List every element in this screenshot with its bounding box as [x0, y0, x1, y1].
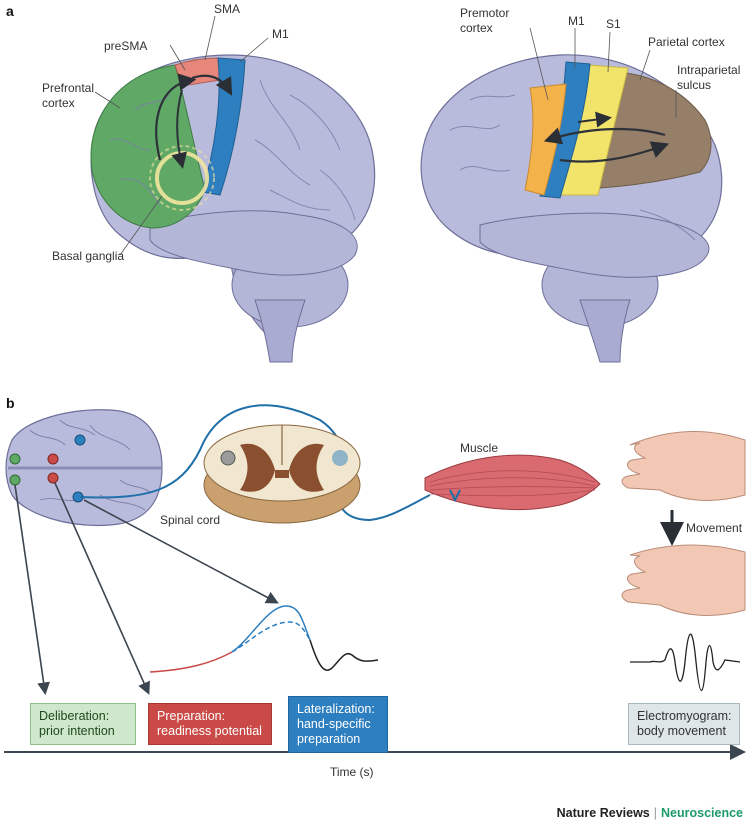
- label-prefrontal-2: cortex: [42, 96, 75, 110]
- arrow-deliberation: [14, 484, 50, 696]
- lateralization-box: Lateralization: hand-specific preparatio…: [288, 696, 388, 753]
- journal-credit: Nature Reviews|Neuroscience: [557, 806, 743, 820]
- time-axis-label: Time (s): [330, 765, 374, 779]
- lateralization-line-3: preparation: [297, 732, 361, 746]
- top-view-brain: [5, 409, 163, 527]
- label-muscle: Muscle: [460, 441, 498, 455]
- right-brain-labels: Premotor cortex M1 S1 Parietal cortex In…: [460, 6, 740, 118]
- journal-section: Neuroscience: [661, 806, 743, 820]
- preparation-line-1: Preparation:: [157, 709, 226, 723]
- spinal-cord: [203, 424, 361, 524]
- temporal-lobe-right: [479, 212, 710, 278]
- emg-line-2: body movement: [637, 724, 726, 738]
- brainstem-right: [579, 299, 631, 363]
- deliberation-line-2: prior intention: [39, 724, 115, 738]
- electrode-red-2: [47, 472, 59, 484]
- motor-pathway: [79, 404, 431, 522]
- emg-box: Electromyogram: body movement: [628, 703, 740, 745]
- lateralization-line-2: hand-specific: [297, 717, 371, 731]
- panel-a-letter: a: [6, 3, 14, 19]
- right-brain: [420, 54, 723, 363]
- arrow-preparation: [54, 482, 150, 695]
- arrow-lateralization: [83, 499, 279, 604]
- credit-separator: |: [653, 806, 658, 820]
- left-brain-labels: SMA preSMA M1 Prefrontal cortex Basal ga…: [42, 2, 289, 263]
- hand-before: [621, 431, 746, 501]
- preparation-box: Preparation: readiness potential: [148, 703, 272, 745]
- left-brain: [90, 54, 376, 363]
- lateralization-line-1: Lateralization:: [297, 702, 375, 716]
- label-basal-ganglia: Basal ganglia: [52, 249, 124, 263]
- hand-after: [621, 544, 746, 616]
- label-prefrontal-1: Prefrontal: [42, 81, 94, 95]
- lateralized-trace-dashed: [231, 621, 311, 653]
- label-sma: SMA: [214, 2, 240, 16]
- lateralized-trace: [231, 605, 311, 653]
- electrode-red-1: [47, 453, 59, 465]
- label-movement: Movement: [686, 521, 743, 535]
- label-s1: S1: [606, 17, 621, 31]
- panel-b-letter: b: [6, 395, 15, 411]
- label-m1-left: M1: [272, 27, 289, 41]
- deliberation-box: Deliberation: prior intention: [30, 703, 136, 745]
- m1-strip-left: [201, 57, 246, 196]
- label-parietal: Parietal cortex: [648, 35, 725, 49]
- label-premotor-2: cortex: [460, 21, 493, 35]
- label-intraparietal-1: Intraparietal: [677, 63, 740, 77]
- deliberation-line-1: Deliberation:: [39, 709, 110, 723]
- label-m1-right: M1: [568, 14, 585, 28]
- brainstem: [254, 299, 306, 363]
- label-intraparietal-2: sulcus: [677, 78, 711, 92]
- label-spinal-cord: Spinal cord: [160, 513, 220, 527]
- prefrontal-region: [90, 64, 206, 229]
- electrode-green-2: [9, 474, 21, 486]
- electrode-blue-1: [74, 434, 86, 446]
- electrode-green-1: [9, 453, 21, 465]
- temporal-lobe: [149, 210, 358, 276]
- emg-trace: [630, 633, 741, 691]
- label-presma: preSMA: [104, 39, 147, 53]
- emg-line-1: Electromyogram:: [637, 709, 732, 723]
- readiness-trace: [149, 651, 233, 673]
- label-premotor-1: Premotor: [460, 6, 509, 20]
- post-trace: [309, 639, 379, 671]
- journal-name: Nature Reviews: [556, 806, 650, 820]
- preparation-line-2: readiness potential: [157, 724, 262, 738]
- muscle: [424, 454, 601, 511]
